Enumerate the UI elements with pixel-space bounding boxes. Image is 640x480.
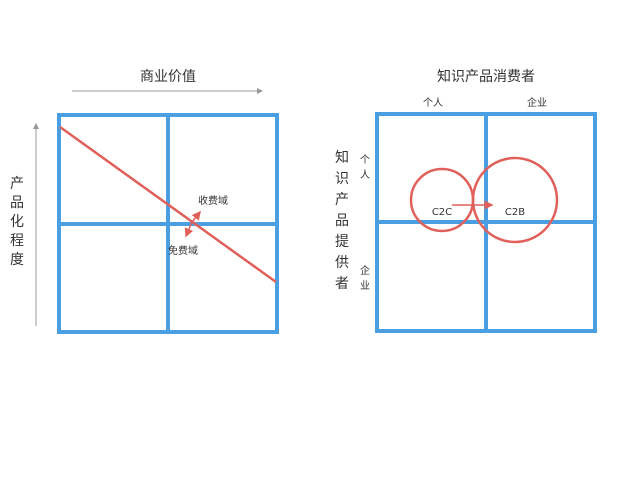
c2b-circle [471,156,559,244]
col-label-individual: 个人 [423,97,443,109]
productization-label: 产 品 化 程 度 [10,176,24,268]
svg-text:提: 提 [335,234,349,250]
c2c-label: C2C [432,207,452,218]
right-diagram: 知识产品消费者 个人 企业 知 识 产 品 提 供 者 个 人 企 业 C2C [335,68,597,333]
svg-text:者: 者 [335,276,349,292]
right-quadrant-grid [375,112,597,333]
paid-zone-label: 收费域 [198,194,228,207]
left-quadrant-grid [57,113,279,334]
svg-text:企: 企 [360,264,370,277]
svg-text:产: 产 [10,176,24,192]
col-label-enterprise: 企业 [527,96,547,109]
free-zone-label: 免费域 [168,244,198,257]
svg-text:识: 识 [335,171,349,187]
svg-text:度: 度 [10,252,24,268]
row-label-enterprise: 企 业 [360,264,370,292]
svg-text:供: 供 [335,255,349,271]
zone-direction-arrow-down [184,221,194,238]
consumer-title: 知识产品消费者 [437,68,535,85]
svg-text:人: 人 [360,169,370,181]
left-diagram: 商业价值 产 品 化 程 度 收费域 免费域 [10,69,279,334]
zone-direction-arrow-up [191,210,201,223]
business-value-label: 商业价值 [140,69,196,85]
svg-text:个: 个 [360,154,370,166]
svg-text:程: 程 [10,233,24,249]
svg-text:品: 品 [10,195,24,211]
provider-title: 知 识 产 品 提 供 者 [335,149,349,292]
svg-text:品: 品 [335,213,349,229]
svg-text:知: 知 [335,149,349,166]
row-label-individual: 个 人 [360,154,370,181]
svg-text:产: 产 [335,192,349,208]
svg-text:化: 化 [10,214,24,230]
svg-text:业: 业 [360,280,370,292]
c2b-label: C2B [505,207,525,218]
price-boundary-line [59,125,277,284]
